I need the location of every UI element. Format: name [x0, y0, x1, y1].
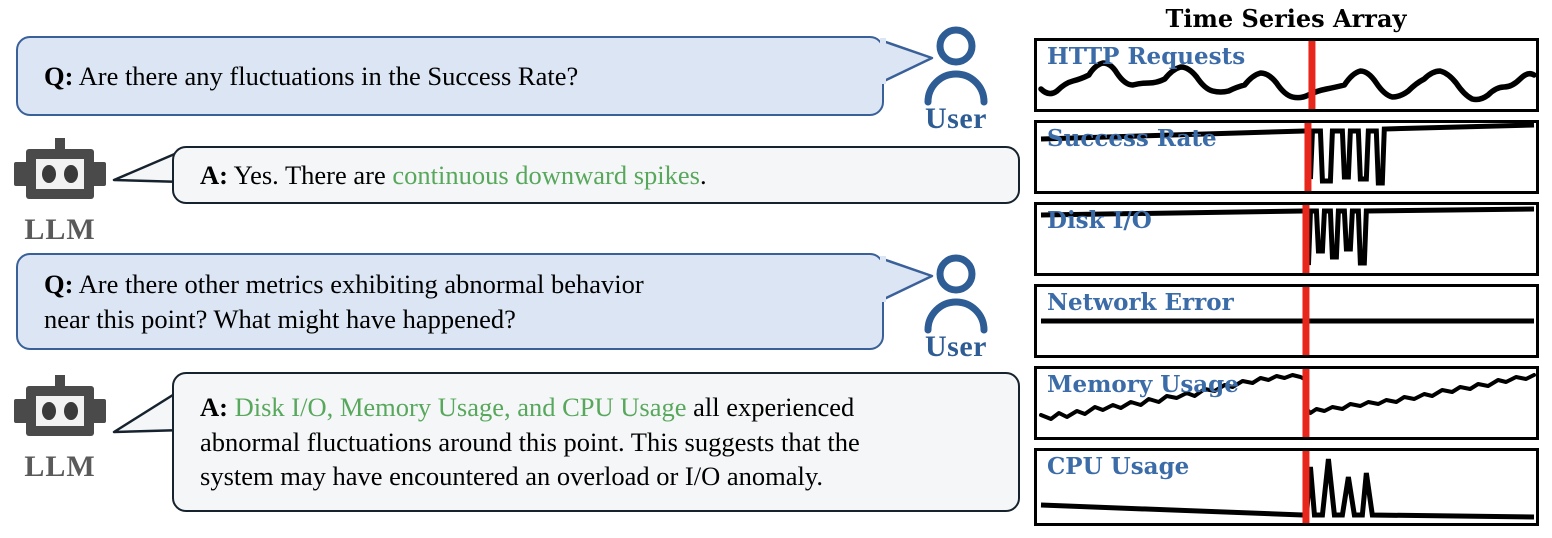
anomaly-marker — [1302, 287, 1310, 355]
anomaly-marker — [1302, 451, 1310, 523]
series-chart-memory-usage — [1038, 369, 1536, 437]
user-avatar-1: User — [908, 24, 1004, 136]
time-series-array: Time Series Array HTTP Requests Success … — [1020, 0, 1552, 538]
series-panel-disk-io[interactable]: Disk I/O — [1034, 202, 1539, 276]
series-chart-http-requests — [1038, 41, 1536, 109]
user-question-bubble-2[interactable]: Q: Are there other metrics exhibiting ab… — [16, 253, 884, 350]
answer-line-2-1: abnormal fluctuations around this point.… — [200, 426, 860, 457]
user-avatar-2: User — [908, 252, 1004, 364]
answer-line-2-2: system may have encountered an overload … — [200, 461, 824, 492]
llm-answer-bubble-1[interactable]: A: Yes. There are continuous downward sp… — [172, 146, 1020, 204]
question-lead-2: Q: — [44, 269, 74, 300]
question-text-2: Q: Are there other metrics exhibiting ab… — [44, 267, 856, 336]
time-series-title: Time Series Array — [1165, 4, 1407, 33]
answer-highlight-1: continuous downward spikes — [392, 159, 700, 190]
series-panel-network-error[interactable]: Network Error — [1034, 284, 1539, 358]
answer-lead-1: A: — [200, 159, 228, 190]
answer-text-1: A: Yes. There are continuous downward sp… — [200, 158, 992, 192]
series-chart-disk-io — [1040, 205, 1535, 273]
series-panel-memory-usage[interactable]: Memory Usage — [1034, 366, 1539, 440]
robot-icon — [14, 375, 106, 436]
llm-avatar-1: LLM — [8, 138, 112, 247]
answer-text-2: A: Disk I/O, Memory Usage, and CPU Usage… — [200, 390, 992, 493]
question-text-1: Q: Are there any fluctuations in the Suc… — [44, 59, 856, 93]
user-avatar-label-2: User — [925, 330, 987, 363]
question-line-2-1: near this point? What might have happene… — [44, 303, 516, 334]
user-person-icon — [924, 254, 988, 334]
answer-highlight-2: Disk I/O, Memory Usage, and CPU Usage — [234, 392, 687, 423]
user-question-bubble-1[interactable]: Q: Are there any fluctuations in the Suc… — [16, 36, 884, 116]
llm-avatar-2: LLM — [8, 375, 112, 484]
series-chart-cpu-usage — [1040, 451, 1535, 523]
series-panel-cpu-usage[interactable]: CPU Usage — [1034, 448, 1539, 526]
answer-seg-2-0 — [228, 392, 235, 422]
question-line-1-0: Are there any fluctuations in the Succes… — [73, 60, 579, 91]
answer-seg-2-2: all experienced — [686, 392, 855, 423]
series-chart-success-rate — [1040, 123, 1535, 191]
answer-lead-2: A: — [200, 392, 228, 423]
anomaly-marker — [1308, 41, 1316, 109]
llm-avatar-label-1: LLM — [24, 213, 96, 246]
question-lead-1: Q: — [44, 60, 74, 91]
robot-icon — [14, 138, 106, 199]
series-chart-network-error — [1040, 287, 1535, 355]
anomaly-marker — [1304, 123, 1312, 191]
anomaly-marker — [1302, 369, 1310, 437]
series-panel-success-rate[interactable]: Success Rate — [1034, 120, 1539, 194]
user-avatar-label-1: User — [925, 102, 987, 135]
llm-answer-bubble-2[interactable]: A: Disk I/O, Memory Usage, and CPU Usage… — [172, 372, 1020, 512]
question-line-2-0: Are there other metrics exhibiting abnor… — [73, 269, 644, 300]
llm-avatar-label-2: LLM — [24, 450, 96, 483]
answer-seg-1-0: Yes. There are — [227, 159, 393, 190]
answer-seg-1-2: . — [700, 159, 707, 190]
anomaly-marker — [1302, 205, 1310, 273]
series-panel-http-requests[interactable]: HTTP Requests — [1034, 38, 1539, 112]
user-person-icon — [924, 26, 988, 106]
conversation-column: Q: Are there any fluctuations in the Suc… — [8, 24, 1020, 512]
